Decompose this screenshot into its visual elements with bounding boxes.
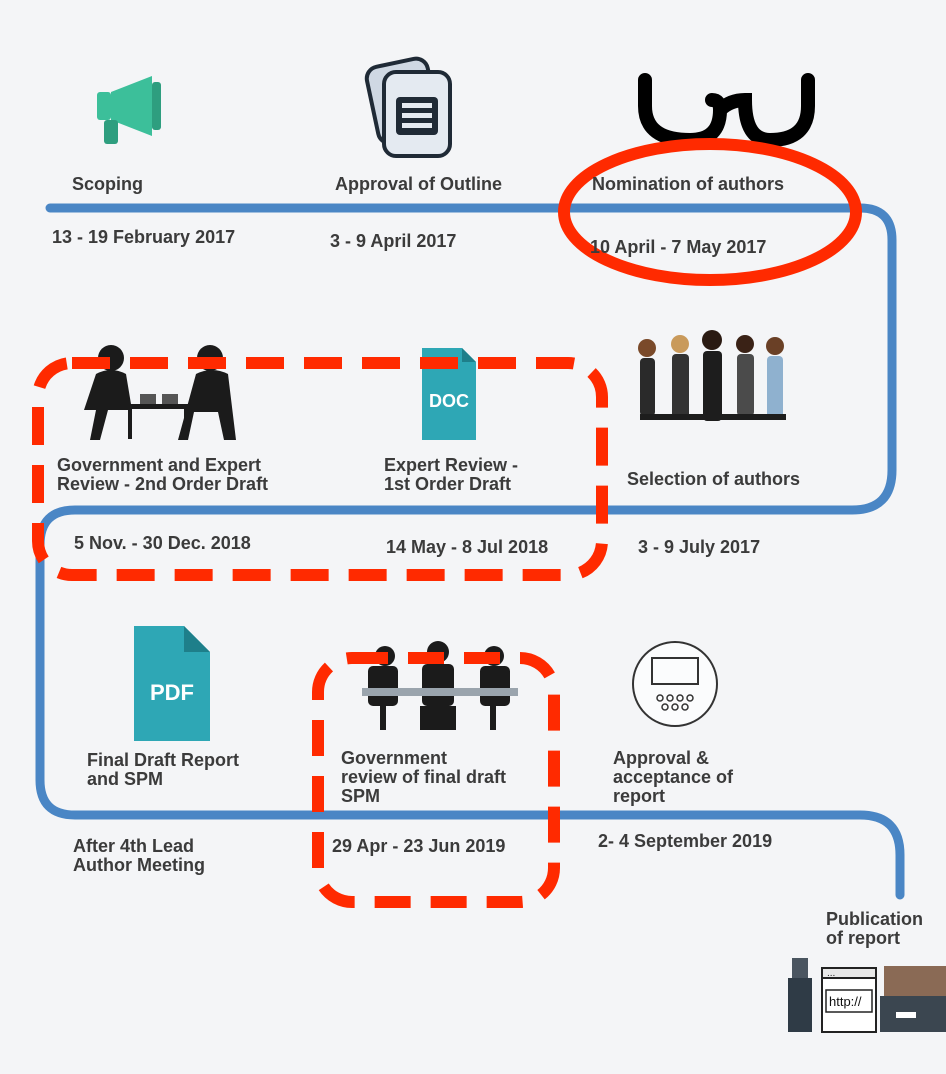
stage-title-nomination: Nomination of authors	[592, 174, 784, 194]
stage-title-expert-review: Expert Review - 1st Order Draft	[384, 455, 519, 494]
timeline-path	[35, 203, 905, 900]
doc-file-icon: DOC	[422, 348, 476, 440]
highlight-box-final-review	[312, 652, 560, 908]
browser-url-text: http://	[829, 994, 862, 1009]
pdf-file-icon: PDF	[134, 626, 210, 741]
stage-date-final-draft: After 4th Lead Author Meeting	[73, 836, 205, 875]
publication-icon: ... http://	[788, 958, 946, 1033]
people-group-icon	[638, 330, 786, 421]
glasses-icon	[638, 73, 815, 148]
document-icon	[364, 56, 452, 158]
stage-title-scoping: Scoping	[72, 174, 143, 194]
megaphone-icon	[97, 76, 161, 144]
pdf-file-label: PDF	[150, 680, 194, 705]
stage-title-publication: Publication of report	[826, 909, 924, 948]
highlight-ellipse	[558, 138, 862, 286]
stage-date-approval-acceptance: 2- 4 September 2019	[598, 831, 773, 851]
presentation-icon	[632, 641, 718, 727]
stage-date-expert-review: 14 May - 8 Jul 2018	[386, 537, 549, 557]
stage-date-gov-expert-review: 5 Nov. - 30 Dec. 2018	[74, 533, 251, 553]
stage-title-approval-outline: Approval of Outline	[335, 174, 503, 194]
stage-title-selection: Selection of authors	[627, 469, 801, 489]
stage-title-approval-acceptance: Approval & acceptance of report	[613, 748, 734, 806]
conference-table-icon	[362, 641, 518, 730]
stage-date-scoping: 13 - 19 February 2017	[52, 227, 236, 247]
stage-date-selection: 3 - 9 July 2017	[638, 537, 761, 557]
stage-date-gov-review-final: 29 Apr - 23 Jun 2019	[332, 836, 506, 856]
browser-dots: ...	[827, 968, 835, 979]
stage-title-gov-review-final: Government review of final draft SPM	[341, 748, 507, 806]
doc-file-label: DOC	[429, 391, 469, 411]
highlight-box-review	[32, 357, 608, 581]
stage-date-nomination: 10 April - 7 May 2017	[590, 237, 767, 257]
stage-title-final-draft: Final Draft Report and SPM	[87, 750, 240, 789]
stage-date-approval-outline: 3 - 9 April 2017	[330, 231, 457, 251]
stage-title-gov-expert-review: Government and Expert Review - 2nd Order…	[57, 455, 269, 494]
